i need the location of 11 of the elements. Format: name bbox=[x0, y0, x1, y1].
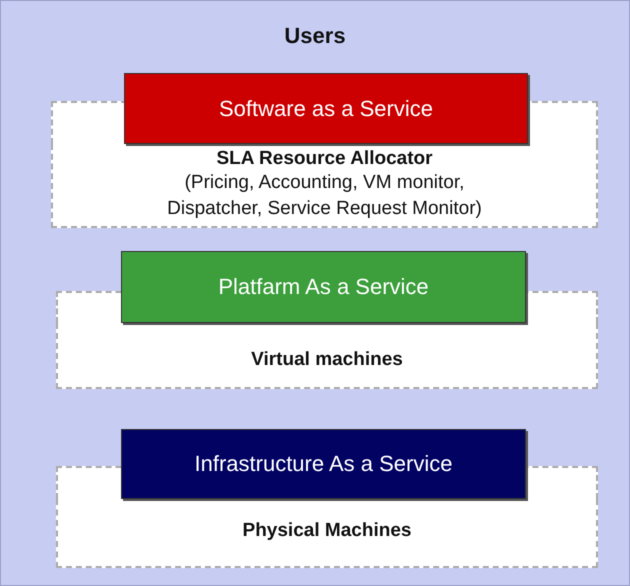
service-band bbox=[121, 429, 526, 499]
service-band bbox=[124, 73, 528, 144]
band-title: Infrastructure As a Service bbox=[194, 451, 452, 477]
heading: Users bbox=[283, 23, 347, 49]
layer-title: Virtual machines bbox=[251, 349, 403, 371]
layer-description: (Pricing, Accounting, VM monitor, Dispatcher, Service Request Monitor) bbox=[166, 171, 483, 221]
layer-title: SLA Resource Allocator bbox=[216, 148, 433, 170]
service-band bbox=[121, 251, 526, 323]
band-title: Platfarm As a Service bbox=[218, 274, 429, 300]
layer-title: Physical Machines bbox=[242, 520, 412, 542]
band-title: Software as a Service bbox=[219, 96, 433, 122]
